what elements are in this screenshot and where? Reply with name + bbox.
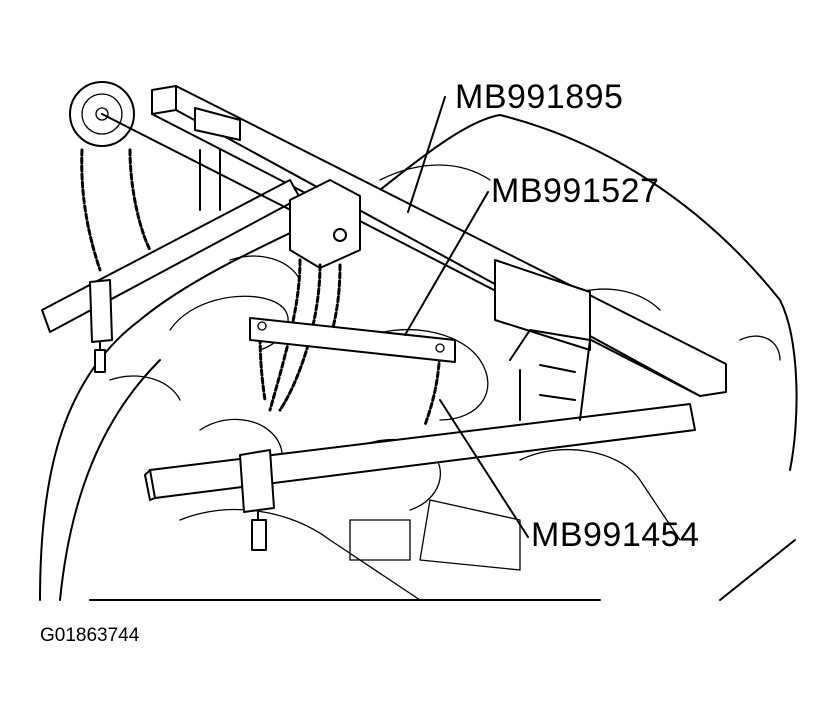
chain-hoist (289, 179, 361, 269)
figure-id: G01863744 (40, 625, 140, 646)
front-support-foot (239, 449, 275, 551)
tool-label-mb991454: MB991454 (531, 516, 700, 554)
right-bracket (494, 259, 591, 421)
engine-bay-outline (39, 114, 798, 601)
left-bracket (194, 107, 241, 211)
tool-label-mb991895: MB991895 (455, 78, 624, 116)
leader-lines (404, 96, 529, 538)
left-support-foot (89, 279, 113, 373)
tool-label-mb991527: MB991527 (491, 172, 660, 210)
lifting-plate (249, 317, 456, 363)
front-crossbar (144, 403, 696, 501)
